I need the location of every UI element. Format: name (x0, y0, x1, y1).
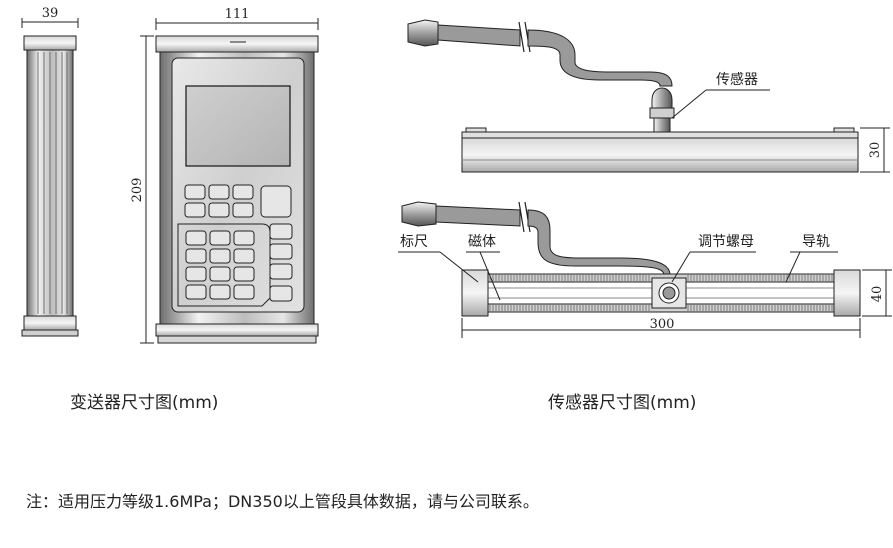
transmitter-side-view (21, 18, 79, 337)
sensor-side-view (407, 19, 890, 173)
label-sensor: 传感器 (716, 71, 758, 88)
dim-side-width: 39 (42, 6, 59, 21)
transmitter-front-view (140, 18, 319, 344)
dim-sensor-height-top: 30 (868, 142, 883, 159)
dim-front-width: 111 (225, 7, 250, 22)
scale-ticks (489, 275, 833, 311)
sensor-top-view (398, 201, 892, 338)
sensor-caption: 传感器尺寸图(mm) (548, 393, 697, 413)
label-scale: 标尺 (400, 234, 428, 250)
transmitter-caption: 变送器尺寸图(mm) (70, 393, 219, 413)
dim-sensor-length: 300 (650, 317, 675, 332)
label-adjusting-nut: 调节螺母 (698, 234, 754, 250)
dim-sensor-height-bottom: 40 (870, 286, 885, 303)
label-magnet: 磁体 (468, 234, 496, 250)
label-guide-rail: 导轨 (802, 234, 830, 250)
footnote: 注：适用压力等级1.6MPa；DN350以上管段具体数据，请与公司联系。 (26, 492, 539, 511)
dim-front-height: 209 (130, 178, 145, 203)
